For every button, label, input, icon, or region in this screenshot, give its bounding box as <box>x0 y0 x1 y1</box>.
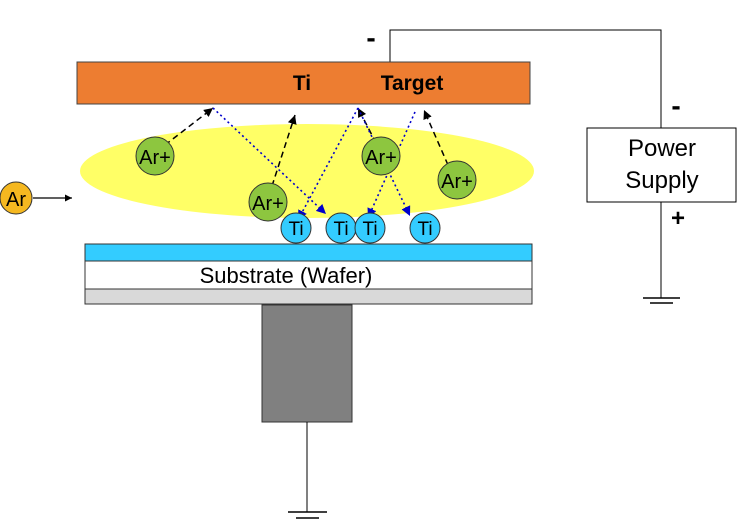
ground-symbol <box>288 511 327 519</box>
power-supply-line2: Supply <box>625 167 698 194</box>
ti-atom-label: Ti <box>362 219 377 240</box>
power-supply: Power Supply <box>586 127 737 203</box>
ar-ion: Ar+ <box>248 182 288 222</box>
sputter-path <box>297 107 359 221</box>
power-supply-line1: Power <box>628 135 696 162</box>
ti-target: Ti Target <box>76 61 531 105</box>
ion-path <box>164 107 214 146</box>
ion-label: Ar+ <box>441 171 473 193</box>
chuck-base <box>84 288 533 305</box>
target-label: Target <box>381 72 444 95</box>
supply-positive-sign: + <box>671 205 685 232</box>
ion-path <box>423 109 449 166</box>
ti-atom-label: Ti <box>333 219 348 240</box>
ar-gas-inlet: Ar <box>0 181 72 215</box>
substrate-label: Substrate (Wafer) <box>200 263 373 288</box>
ar-ion: Ar+ <box>135 136 175 176</box>
ion-label: Ar+ <box>365 147 397 169</box>
ar-ion: Ar+ <box>437 160 477 200</box>
ion-label: Ar+ <box>252 193 284 215</box>
ti-atom-label: Ti <box>417 219 432 240</box>
ti-atom-label: Ti <box>288 219 303 240</box>
ti-atom: Ti <box>409 212 441 244</box>
ti-atom: Ti <box>280 212 312 244</box>
plasma-region <box>80 124 534 218</box>
substrate-stack: Substrate (Wafer) <box>84 243 533 305</box>
pedestal <box>261 304 353 512</box>
neutral-gas-label: Ar <box>6 189 26 211</box>
ion-path <box>271 114 297 187</box>
sputter-path <box>367 111 416 219</box>
ar-ion: Ar+ <box>361 136 401 176</box>
deposited-ti-film <box>84 243 533 262</box>
sputter-path <box>212 107 327 215</box>
sputter-trajectories <box>212 107 416 221</box>
ti-atom: Ti <box>354 212 386 244</box>
target-polarity-sign: - <box>366 22 375 53</box>
supply-wiring <box>389 29 680 304</box>
target-element-label: Ti <box>293 72 311 95</box>
ion-label: Ar+ <box>139 147 171 169</box>
supply-negative-sign: - <box>671 90 680 121</box>
ti-atom: Ti <box>325 212 357 244</box>
